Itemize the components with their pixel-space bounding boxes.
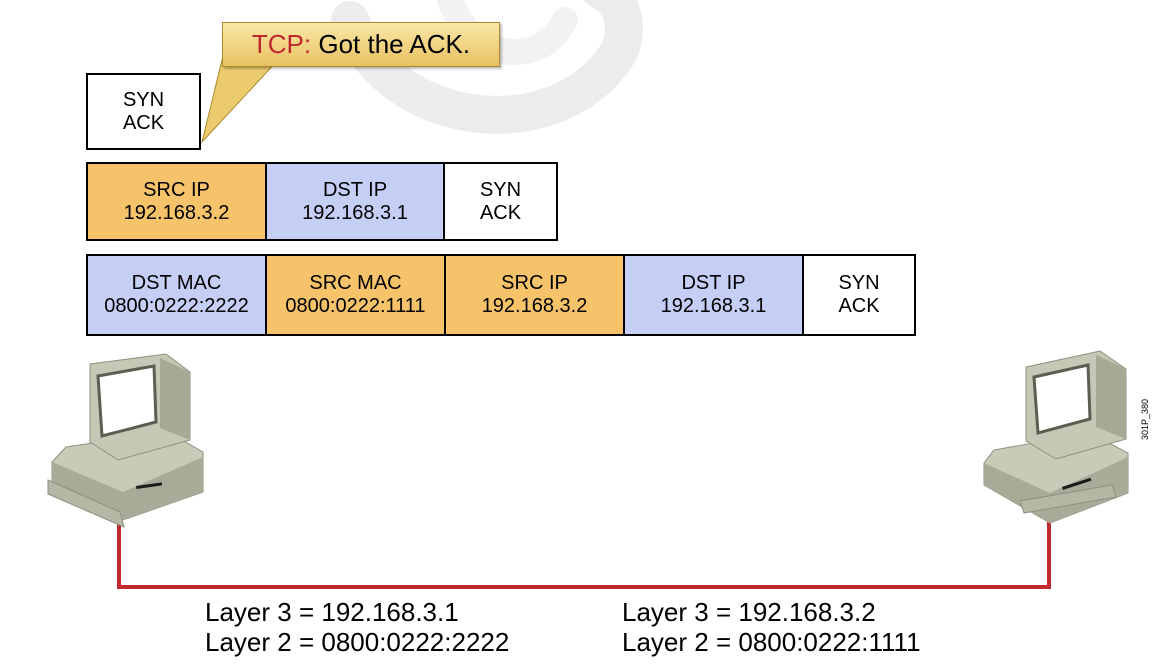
packet-payload: SYN ACK bbox=[445, 164, 556, 239]
right-host-layer2: Layer 2 = 0800:0222:1111 bbox=[622, 627, 921, 657]
frame-src-ip-label: SRC IP bbox=[501, 272, 568, 294]
left-host-layer3: Layer 3 = 192.168.3.1 bbox=[205, 597, 459, 627]
callout-tail bbox=[201, 59, 280, 144]
segment-flag-ack: ACK bbox=[122, 111, 165, 134]
tcp-segment: SYN ACK bbox=[86, 73, 201, 150]
figure-id: 301P_380 bbox=[1140, 398, 1150, 440]
frame-src-ip-value: 192.168.3.2 bbox=[481, 295, 588, 317]
left-host-addresses: Layer 3 = 192.168.3.1 Layer 2 = 0800:022… bbox=[205, 597, 509, 657]
packet-flag-ack: ACK bbox=[479, 201, 522, 224]
frame-dst-ip-value: 192.168.3.1 bbox=[660, 295, 767, 317]
frame-src-ip: SRC IP 192.168.3.2 bbox=[446, 256, 625, 334]
right-host-addresses: Layer 3 = 192.168.3.2 Layer 2 = 0800:022… bbox=[622, 597, 921, 657]
packet-dst-ip: DST IP 192.168.3.1 bbox=[267, 164, 445, 239]
frame-src-mac-value: 0800:0222:1111 bbox=[285, 295, 426, 317]
right-computer-icon bbox=[983, 350, 1129, 524]
packet-src-ip-value: 192.168.3.2 bbox=[123, 201, 230, 224]
ethernet-frame: DST MAC 0800:0222:2222 SRC MAC 0800:0222… bbox=[86, 254, 916, 336]
frame-flag-ack: ACK bbox=[838, 295, 880, 317]
frame-dst-ip: DST IP 192.168.3.1 bbox=[625, 256, 804, 334]
frame-src-mac-label: SRC MAC bbox=[309, 272, 402, 294]
tcp-callout: TCP: Got the ACK. bbox=[222, 22, 500, 67]
segment-flags: SYN ACK bbox=[88, 75, 199, 148]
ip-packet: SRC IP 192.168.3.2 DST IP 192.168.3.1 SY… bbox=[86, 162, 558, 241]
packet-src-ip-label: SRC IP bbox=[143, 178, 210, 201]
frame-flag-syn: SYN bbox=[838, 272, 880, 294]
left-host-layer2: Layer 2 = 0800:0222:2222 bbox=[205, 627, 510, 657]
left-computer-icon bbox=[47, 353, 204, 528]
packet-dst-ip-value: 192.168.3.1 bbox=[302, 201, 408, 224]
packet-flag-syn: SYN bbox=[479, 178, 522, 201]
callout-message: Got the ACK. bbox=[318, 29, 471, 59]
frame-src-mac: SRC MAC 0800:0222:1111 bbox=[267, 256, 446, 334]
callout-protocol: TCP: bbox=[251, 29, 312, 59]
frame-dst-mac-label: DST MAC bbox=[131, 272, 222, 294]
frame-payload: SYN ACK bbox=[804, 256, 914, 334]
frame-dst-mac-value: 0800:0222:2222 bbox=[104, 295, 249, 317]
right-host-layer3: Layer 3 = 192.168.3.2 bbox=[622, 597, 876, 627]
frame-dst-mac: DST MAC 0800:0222:2222 bbox=[88, 256, 267, 334]
packet-dst-ip-label: DST IP bbox=[322, 178, 388, 201]
frame-dst-ip-label: DST IP bbox=[681, 272, 746, 294]
packet-src-ip: SRC IP 192.168.3.2 bbox=[88, 164, 267, 239]
segment-flag-syn: SYN bbox=[122, 88, 165, 111]
